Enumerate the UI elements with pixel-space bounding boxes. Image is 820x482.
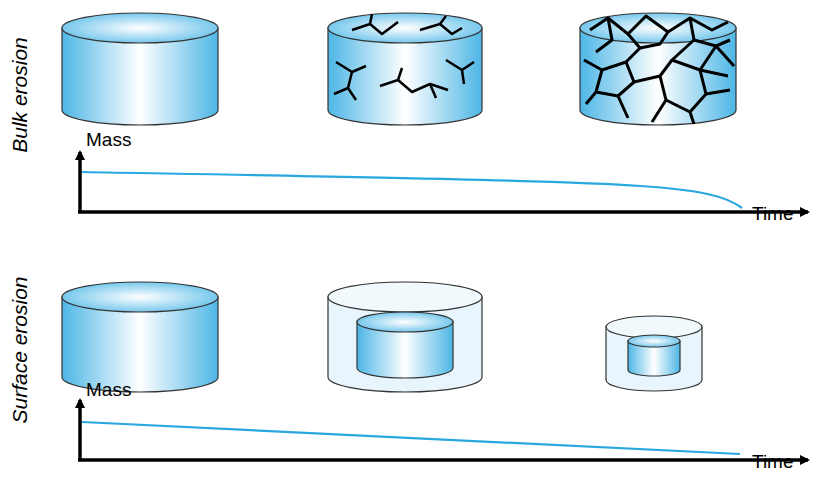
cracked-cylinder bbox=[328, 13, 482, 125]
fragmented-cylinder bbox=[580, 13, 736, 125]
small-cylinder bbox=[606, 316, 702, 391]
mass-time-axes bbox=[78, 400, 808, 460]
axis-label: Time bbox=[752, 202, 794, 226]
cylinder bbox=[62, 13, 218, 125]
row-title: Bulk erosion bbox=[8, 0, 32, 215]
mass-curve bbox=[82, 172, 742, 208]
axis-label: Time bbox=[752, 450, 794, 474]
row-title: Surface erosion bbox=[8, 220, 32, 480]
axis-label: Mass bbox=[86, 128, 131, 152]
cylinder bbox=[62, 282, 218, 392]
mass-curve bbox=[82, 422, 740, 454]
shrinking-cylinder bbox=[328, 282, 482, 392]
mass-time-axes bbox=[78, 152, 808, 212]
axis-label: Mass bbox=[86, 378, 131, 402]
